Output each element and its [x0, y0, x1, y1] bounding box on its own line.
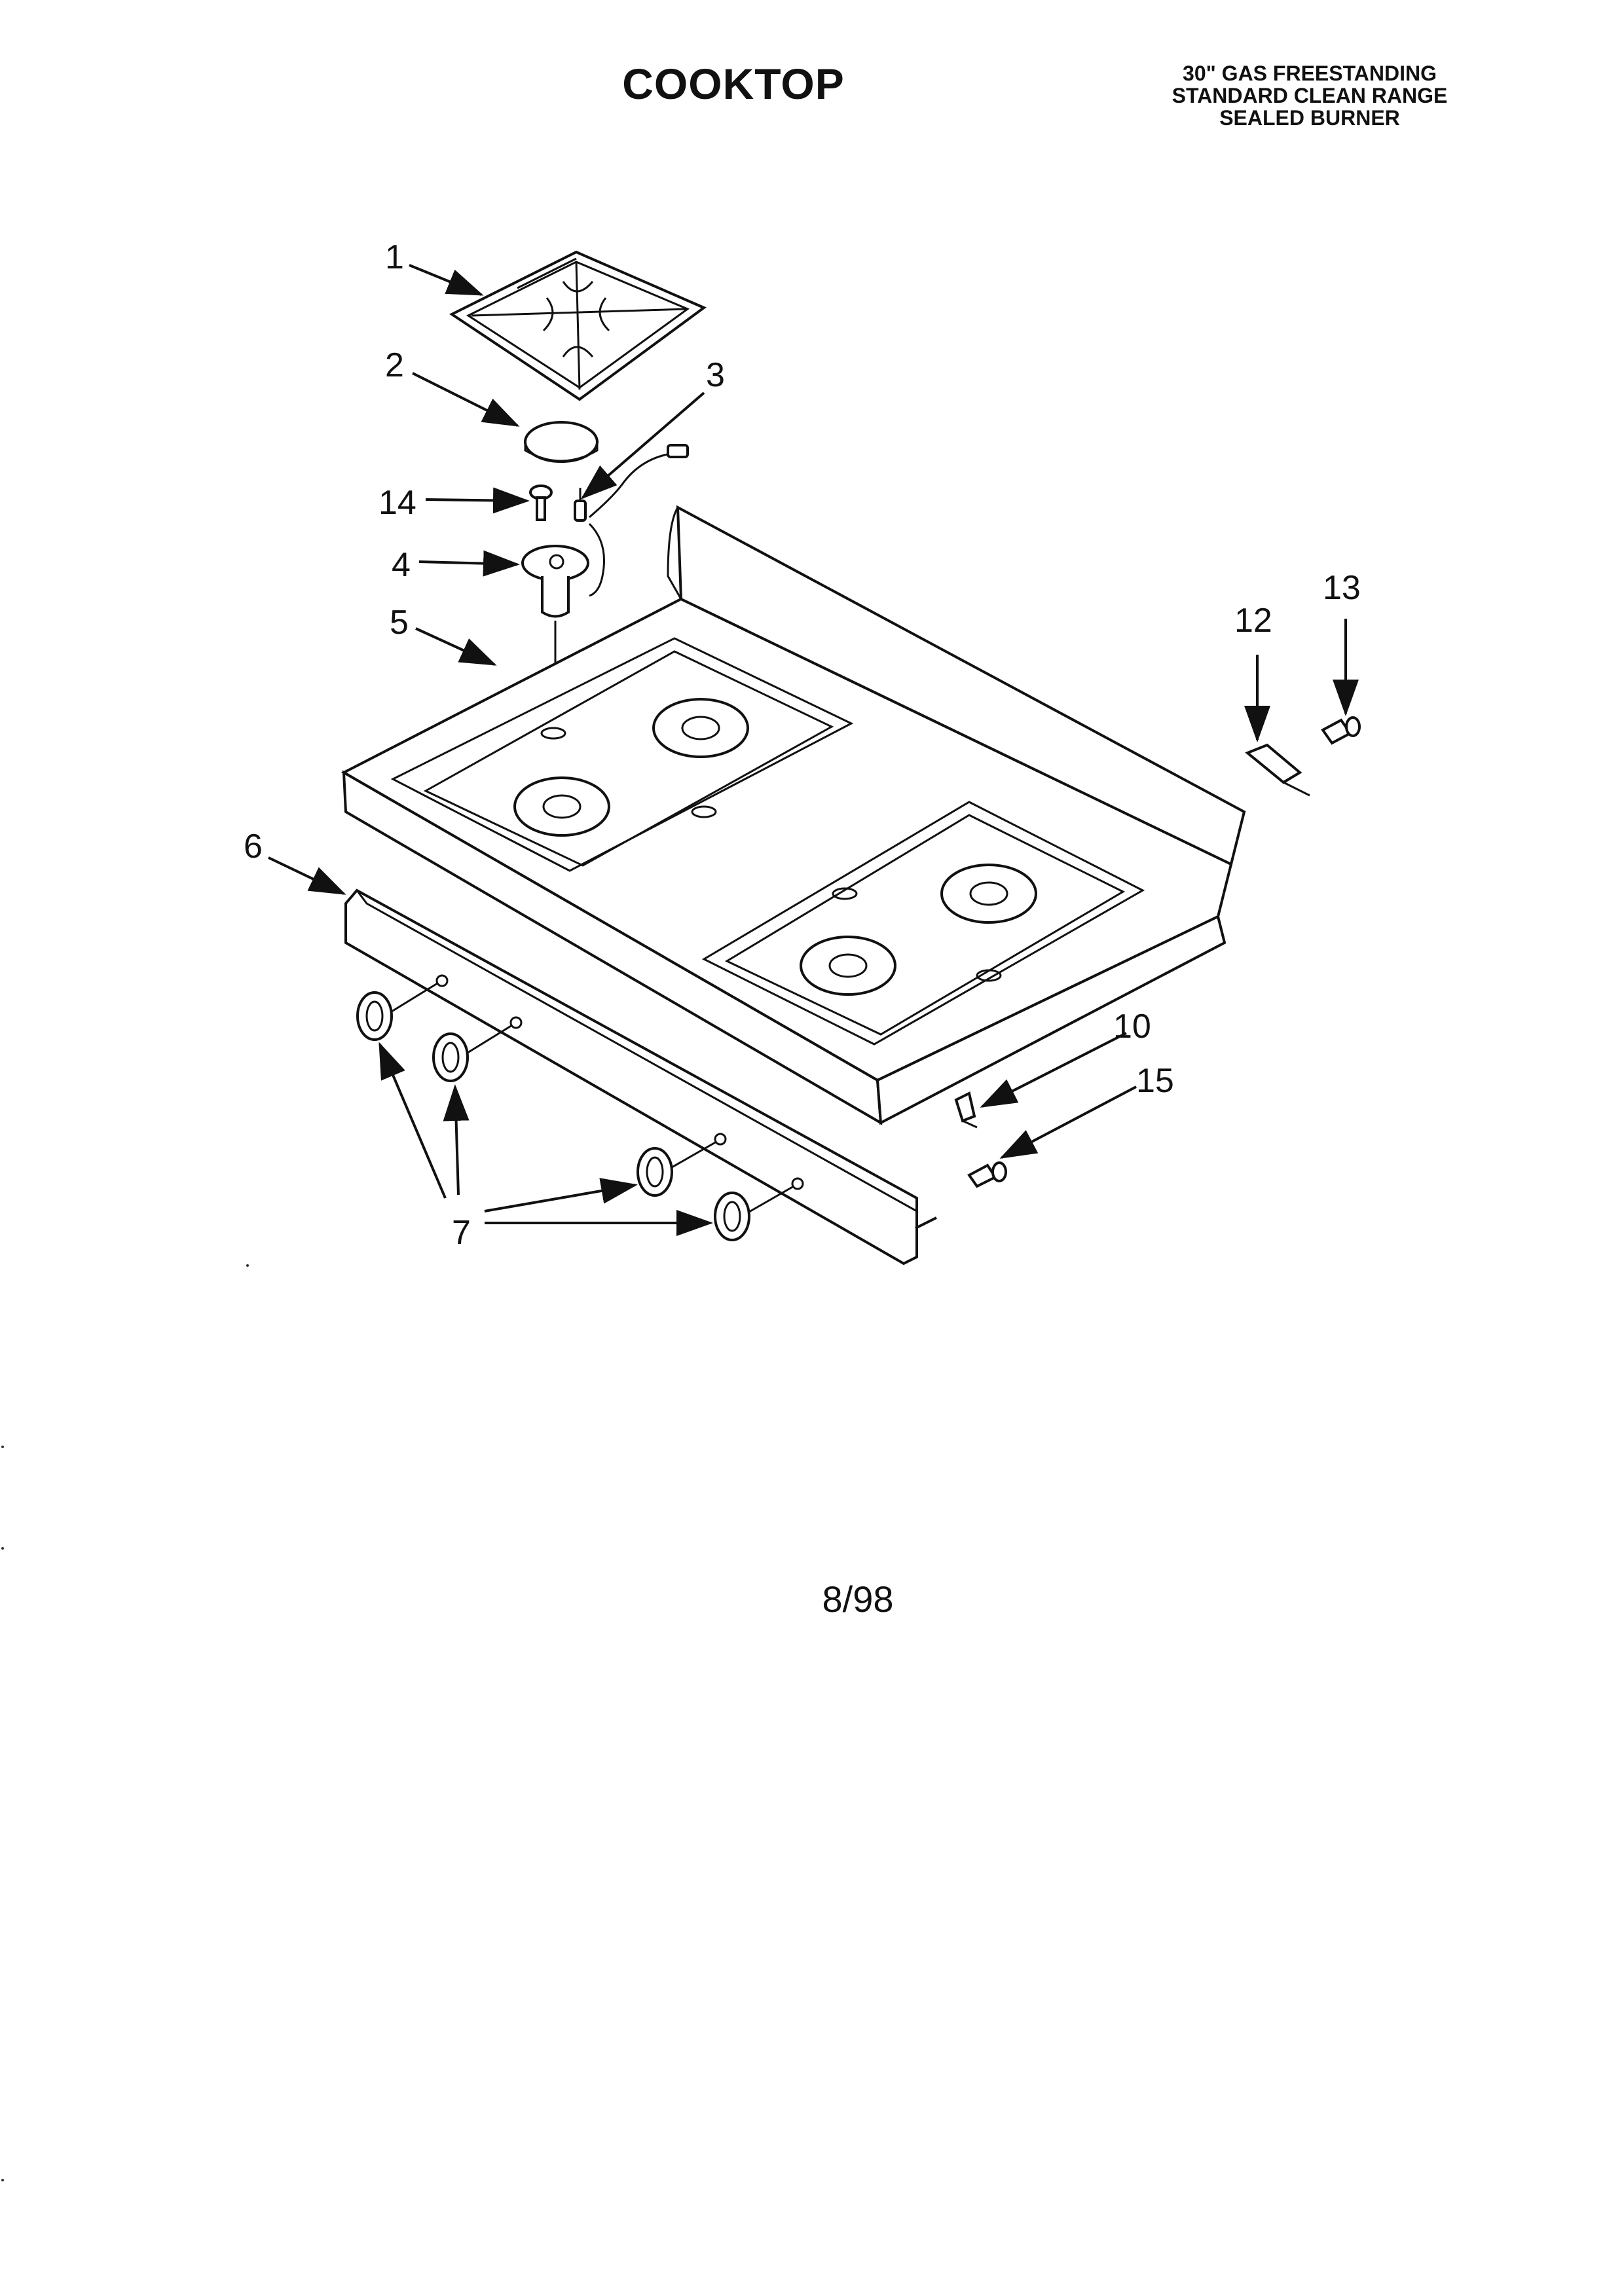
- burner-cap: [524, 421, 599, 463]
- burner-base: [521, 545, 589, 618]
- scan-mark: [1, 1446, 4, 1448]
- scan-mark: [246, 1264, 249, 1267]
- page-title: COOKTOP: [622, 60, 845, 108]
- burner-screw: [529, 484, 553, 521]
- model-description: 30" GAS FREESTANDING STANDARD CLEAN RANG…: [1100, 62, 1519, 129]
- leader-lines: [268, 264, 1359, 1236]
- model-line-2: STANDARD CLEAN RANGE: [1172, 84, 1448, 107]
- callout-4: 4: [392, 546, 411, 584]
- bracket-screw: [1321, 716, 1361, 745]
- callout-12: 12: [1234, 602, 1272, 640]
- callout-15: 15: [1136, 1062, 1174, 1100]
- callout-7: 7: [452, 1214, 471, 1252]
- knob-1: [356, 982, 438, 1041]
- knob-3: [637, 1140, 717, 1197]
- callout-13: 13: [1323, 569, 1361, 607]
- model-line-1: 30" GAS FREESTANDING: [1183, 62, 1437, 85]
- callout-3: 3: [706, 356, 725, 394]
- revision-date: 8/98: [822, 1578, 894, 1620]
- callout-5: 5: [390, 604, 409, 642]
- scan-mark: [1, 1547, 4, 1550]
- callout-14: 14: [378, 484, 416, 522]
- manifold-panel: [344, 888, 918, 1266]
- callout-2: 2: [385, 346, 404, 384]
- knob-4: [714, 1185, 794, 1241]
- callout-10: 10: [1113, 1008, 1151, 1046]
- cooktop-bracket: [1245, 743, 1310, 797]
- callout-6: 6: [244, 828, 263, 866]
- burner-grate: [449, 250, 707, 401]
- knob-2: [432, 1024, 513, 1082]
- callout-1: 1: [385, 238, 404, 276]
- cooktop-main-top: [341, 505, 1246, 1125]
- model-line-3: SEALED BURNER: [1219, 106, 1400, 130]
- control-knobs: [356, 982, 794, 1241]
- scan-mark: [1, 2179, 4, 2181]
- spark-igniter: [574, 444, 689, 597]
- front-screw: [967, 1161, 1007, 1188]
- cooktop-clip: [954, 1091, 978, 1129]
